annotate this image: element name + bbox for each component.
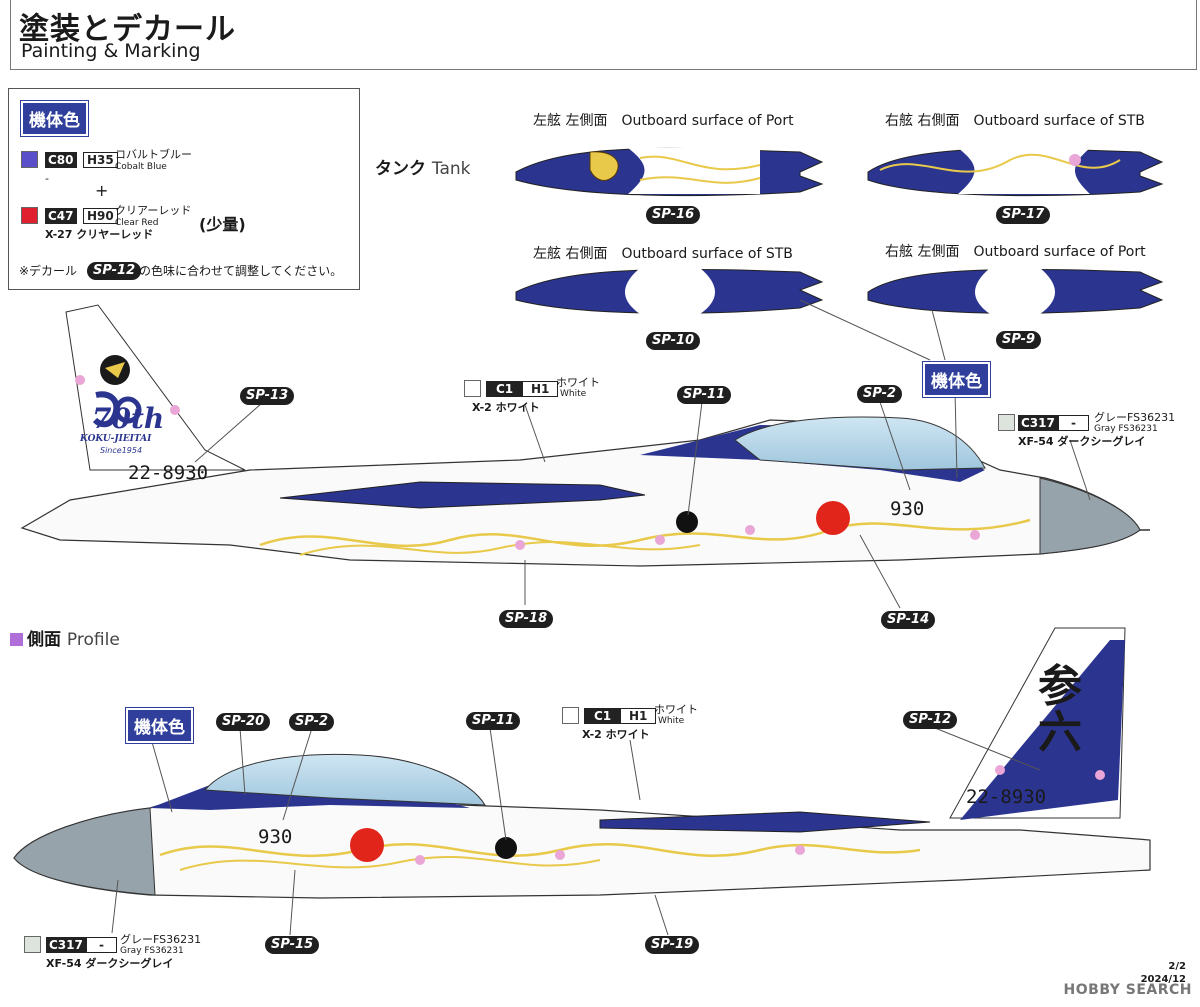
decal-sp12: SP-12 [903,711,958,729]
white-code-c-lower: C1 [584,708,622,724]
plus-sign: + [95,181,109,200]
red-name-en: Clear Red [115,218,159,228]
gray-name-jp-upper: グレーFS36231 [1094,411,1176,424]
gray-name-en-upper: Gray FS36231 [1094,424,1158,434]
fuselage-color-box: 機体色 C80 H35 コバルトブルー Cobalt Blue - + C47 … [8,88,360,290]
decal-sp17: SP-17 [996,206,1051,224]
cobalt-code-h: H35 [83,152,118,168]
page-header: 塗装とデカール Painting & Marking [10,0,1197,70]
tank-caption-3: 左舷 右側面 Outboard surface of STB [533,246,793,262]
white-code-h-lower: H1 [620,708,657,724]
gray-code-h-lower: - [86,937,117,953]
lower-serial: 22-8930 [966,786,1047,808]
tank-stb-outboard [867,148,1164,197]
note-suffix: の色味に合わせて調整してください。 [139,264,343,278]
white-name-en-lower: White [658,716,685,726]
note-prefix: ※デカール [19,264,78,278]
tail-koku-jieitai: KOKU-JIEITAI [80,434,152,444]
red-code-c: C47 [45,208,77,224]
decal-sp2-upper: SP-2 [857,385,903,403]
page-number-block: 2/2 2024/12 [1141,960,1186,986]
decal-sp9: SP-9 [996,331,1042,349]
decal-sp11-lower: SP-11 [466,712,521,730]
profile-label-jp: 側面 [27,630,61,650]
white-code-c-upper: C1 [486,381,524,397]
cobalt-x-code: - [45,172,49,185]
cobalt-blue-swatch [21,151,38,168]
profile-square-icon [10,633,23,646]
cobalt-code-c: C80 [45,152,77,168]
tank-caption-2: 右舷 右側面 Outboard surface of STB [885,113,1145,129]
clear-red-swatch [21,207,38,224]
page-number: 2/2 [1168,961,1186,972]
gray-code-c-lower: C317 [46,937,86,953]
tail-70th: 70th [92,402,165,435]
gray-x-upper: XF-54 ダークシーグレイ [1018,435,1146,448]
white-name-jp-upper: ホワイト [556,376,600,389]
tank-stb-inboard [867,268,1164,314]
decal-sp10: SP-10 [646,332,701,350]
tail-since: Since1954 [100,446,143,455]
gray-code-h-upper: - [1058,415,1089,431]
white-swatch-upper [464,380,481,397]
white-code-h-upper: H1 [522,381,559,397]
red-code-h: H90 [83,208,118,224]
gray-name-en-lower: Gray FS36231 [120,946,184,956]
white-x-upper: X-2 ホワイト [472,401,540,414]
tail-kanji: 参六 [1038,661,1082,758]
gray-swatch-upper [998,414,1015,431]
decal-sp13: SP-13 [240,387,295,405]
title-english: Painting & Marking [21,40,201,62]
fuselage-color-badge-lower: 機体色 [125,707,194,744]
tank-port-outboard [515,147,824,197]
fuselage-color-badge-upper: 機体色 [922,361,991,398]
lower-nose-number: 930 [258,826,293,848]
white-swatch-lower [562,707,579,724]
gray-name-jp-lower: グレーFS36231 [120,933,202,946]
small-amount-note: (少量) [199,215,246,234]
cobalt-name-jp: コバルトブルー [115,148,192,161]
decal-sp15: SP-15 [265,936,320,954]
hobby-search-watermark: HOBBY SEARCH [1063,982,1192,998]
title-japanese: 塗装とデカール [19,12,236,47]
white-name-jp-lower: ホワイト [654,703,698,716]
red-x-code: X-27 クリヤーレッド [45,228,154,241]
decal-sp16: SP-16 [646,206,701,224]
tank-port-inboard [515,268,824,314]
decal-sp14: SP-14 [881,611,936,629]
cobalt-name-en: Cobalt Blue [115,162,167,172]
decal-sp11-upper: SP-11 [677,386,732,404]
upper-serial: 22-8930 [128,462,209,484]
lower-aircraft-drawing [13,627,1151,936]
color-box-title: 機体色 [20,100,89,137]
tank-caption-1: 左舷 左側面 Outboard surface of Port [533,113,794,129]
note-decal-sp12: SP-12 [87,262,142,280]
white-x-lower: X-2 ホワイト [582,728,650,741]
profile-label-en: Profile [66,630,120,650]
white-name-en-upper: White [560,389,587,399]
decal-sp19: SP-19 [645,936,700,954]
tank-label-en: Tank [431,159,471,179]
gray-code-c-upper: C317 [1018,415,1058,431]
decal-sp18: SP-18 [499,610,554,628]
tank-label-jp: タンク [375,159,426,179]
red-name-jp: クリアーレッド [115,204,192,217]
profile-heading: 側面 Profile [10,625,120,650]
tank-caption-4: 右舷 左側面 Outboard surface of Port [885,244,1146,260]
gray-x-lower: XF-54 ダークシーグレイ [46,957,174,970]
tank-label: タンク Tank [375,154,471,179]
decal-sp2-lower: SP-2 [289,713,335,731]
page-date: 2024/12 [1140,974,1186,985]
upper-aircraft-drawing [20,304,1150,609]
gray-swatch-lower [24,936,41,953]
decal-sp20: SP-20 [216,713,271,731]
upper-nose-number: 930 [890,498,925,520]
